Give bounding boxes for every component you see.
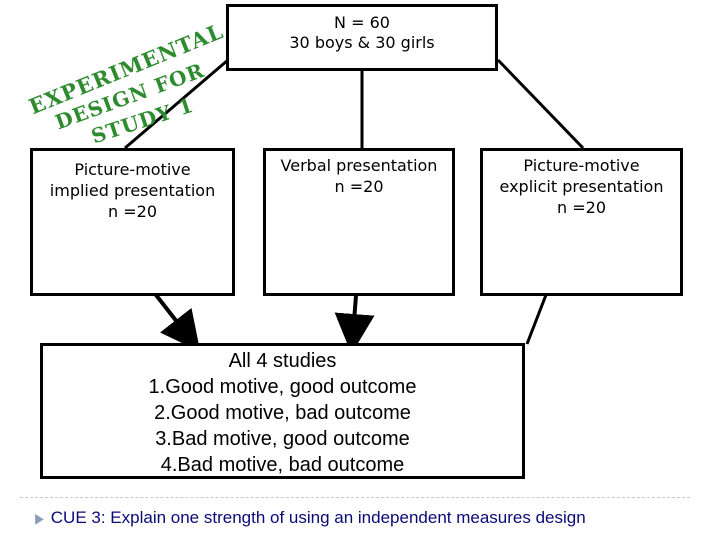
sample-composition: 30 boys & 30 girls xyxy=(289,33,435,52)
condition-label: Picture-motive xyxy=(74,160,191,179)
condition-box-explicit: Picture-motive explicit presentation n =… xyxy=(480,148,683,296)
study-item: 1.Good motive, good outcome xyxy=(148,376,417,398)
study-item: 2.Good motive, bad outcome xyxy=(154,402,411,424)
condition-label: Picture-motive xyxy=(523,156,640,175)
connector-top-to-left xyxy=(124,58,229,150)
sample-box: N = 60 30 boys & 30 girls xyxy=(226,4,498,71)
study-item: 3.Bad motive, good outcome xyxy=(155,428,410,450)
condition-label: Verbal presentation xyxy=(280,156,438,175)
cue-question: ▶ CUE 3: Explain one strength of using an… xyxy=(34,508,714,534)
divider xyxy=(20,497,690,498)
condition-n: n =20 xyxy=(108,202,157,221)
condition-box-verbal: Verbal presentation n =20 xyxy=(263,148,455,296)
condition-label: explicit presentation xyxy=(499,177,664,196)
condition-box-implied: Picture-motive implied presentation n =2… xyxy=(30,148,235,296)
condition-n: n =20 xyxy=(334,177,384,196)
studies-box: All 4 studies 1.Good motive, good outcom… xyxy=(40,343,525,479)
study-item: 4.Bad motive, bad outcome xyxy=(160,454,405,476)
bullet-icon: ▶ xyxy=(35,510,44,526)
condition-label: implied presentation xyxy=(49,181,216,200)
studies-heading: All 4 studies xyxy=(228,350,337,372)
experimental-design-stamp: EXPERIMENTAL DESIGN FOR STUDY 1 xyxy=(24,15,227,155)
connector-top-to-right xyxy=(496,58,585,150)
condition-n: n =20 xyxy=(557,198,606,217)
cue-text: CUE 3: Explain one strength of using an … xyxy=(50,508,586,527)
sample-size: N = 60 xyxy=(334,13,390,32)
